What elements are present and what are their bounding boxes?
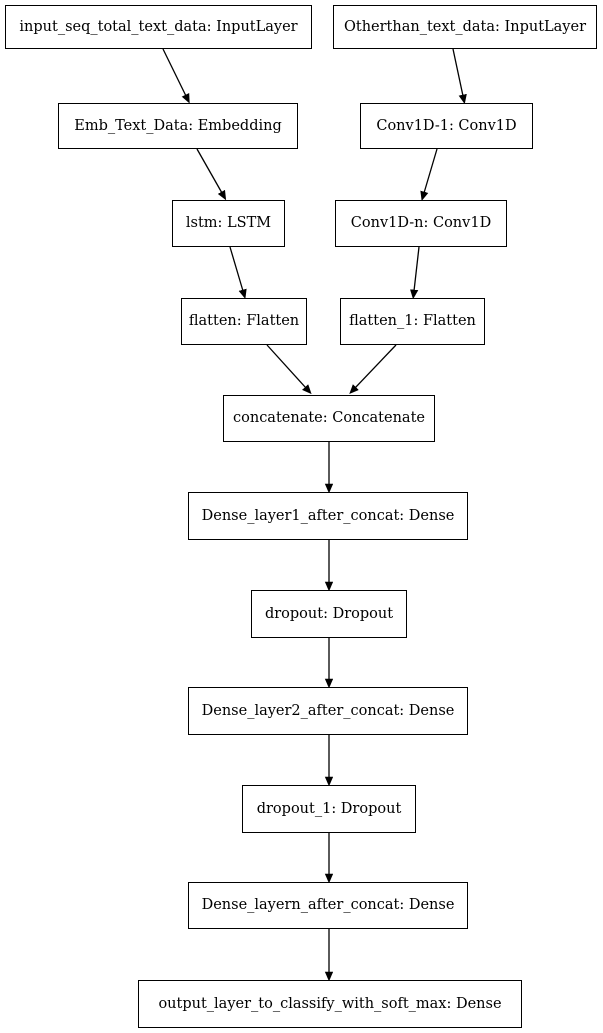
- edge-Otherthan_text_data-to-Conv1D-1: [452, 48, 467, 105]
- edge-Conv1D-1-to-Conv1D-n: [420, 148, 438, 201]
- node-Conv1D-1[interactable]: Conv1D-1: Conv1D: [360, 103, 533, 149]
- node-label: input_seq_total_text_data: InputLayer: [19, 18, 298, 35]
- node-label: flatten_1: Flatten: [349, 313, 476, 330]
- node-label: Conv1D-n: Conv1D: [350, 215, 492, 232]
- node-Otherthan_text_data[interactable]: Otherthan_text_data: InputLayer: [333, 5, 597, 49]
- node-concatenate[interactable]: concatenate: Concatenate: [223, 395, 435, 442]
- node-label: Dense_layern_after_concat: Dense: [201, 897, 455, 914]
- node-label: Conv1D-1: Conv1D: [376, 117, 517, 134]
- node-flatten[interactable]: flatten: Flatten: [181, 298, 307, 345]
- node-dropout[interactable]: dropout: Dropout: [251, 590, 407, 638]
- node-label: lstm: LSTM: [185, 215, 272, 232]
- node-output_layer_to_classify_with_soft_max[interactable]: output_layer_to_classify_with_soft_max: …: [138, 980, 522, 1028]
- edge-flatten-to-concatenate: [266, 344, 312, 395]
- node-label: Otherthan_text_data: InputLayer: [343, 18, 586, 35]
- node-Emb_Text_Data[interactable]: Emb_Text_Data: Embedding: [58, 103, 298, 149]
- node-input_seq_total_text_data[interactable]: input_seq_total_text_data: InputLayer: [5, 5, 312, 49]
- node-label: dropout: Dropout: [264, 605, 394, 622]
- node-label: Dense_layer1_after_concat: Dense: [201, 507, 455, 524]
- node-label: Emb_Text_Data: Embedding: [74, 117, 282, 134]
- node-label: output_layer_to_classify_with_soft_max: …: [158, 995, 502, 1012]
- node-Dense_layern_after_concat[interactable]: Dense_layern_after_concat: Dense: [188, 882, 468, 929]
- node-Conv1D-n[interactable]: Conv1D-n: Conv1D: [335, 200, 507, 247]
- node-label: concatenate: Concatenate: [233, 410, 425, 427]
- node-flatten_1[interactable]: flatten_1: Flatten: [340, 298, 485, 345]
- edge-input_seq_total_text_data-to-Emb_Text_Data: [162, 48, 190, 104]
- node-dropout_1[interactable]: dropout_1: Dropout: [242, 785, 416, 833]
- node-Dense_layer1_after_concat[interactable]: Dense_layer1_after_concat: Dense: [188, 492, 468, 540]
- edge-Emb_Text_Data-to-lstm: [196, 148, 227, 201]
- edge-flatten_1-to-concatenate: [349, 344, 397, 395]
- node-label: flatten: Flatten: [188, 313, 300, 330]
- edge-Conv1D-n-to-flatten_1: [410, 246, 420, 300]
- node-lstm[interactable]: lstm: LSTM: [172, 200, 285, 247]
- node-label: dropout_1: Dropout: [256, 800, 402, 817]
- node-label: Dense_layer2_after_concat: Dense: [201, 702, 455, 719]
- edge-lstm-to-flatten: [229, 246, 247, 299]
- node-Dense_layer2_after_concat[interactable]: Dense_layer2_after_concat: Dense: [188, 687, 468, 735]
